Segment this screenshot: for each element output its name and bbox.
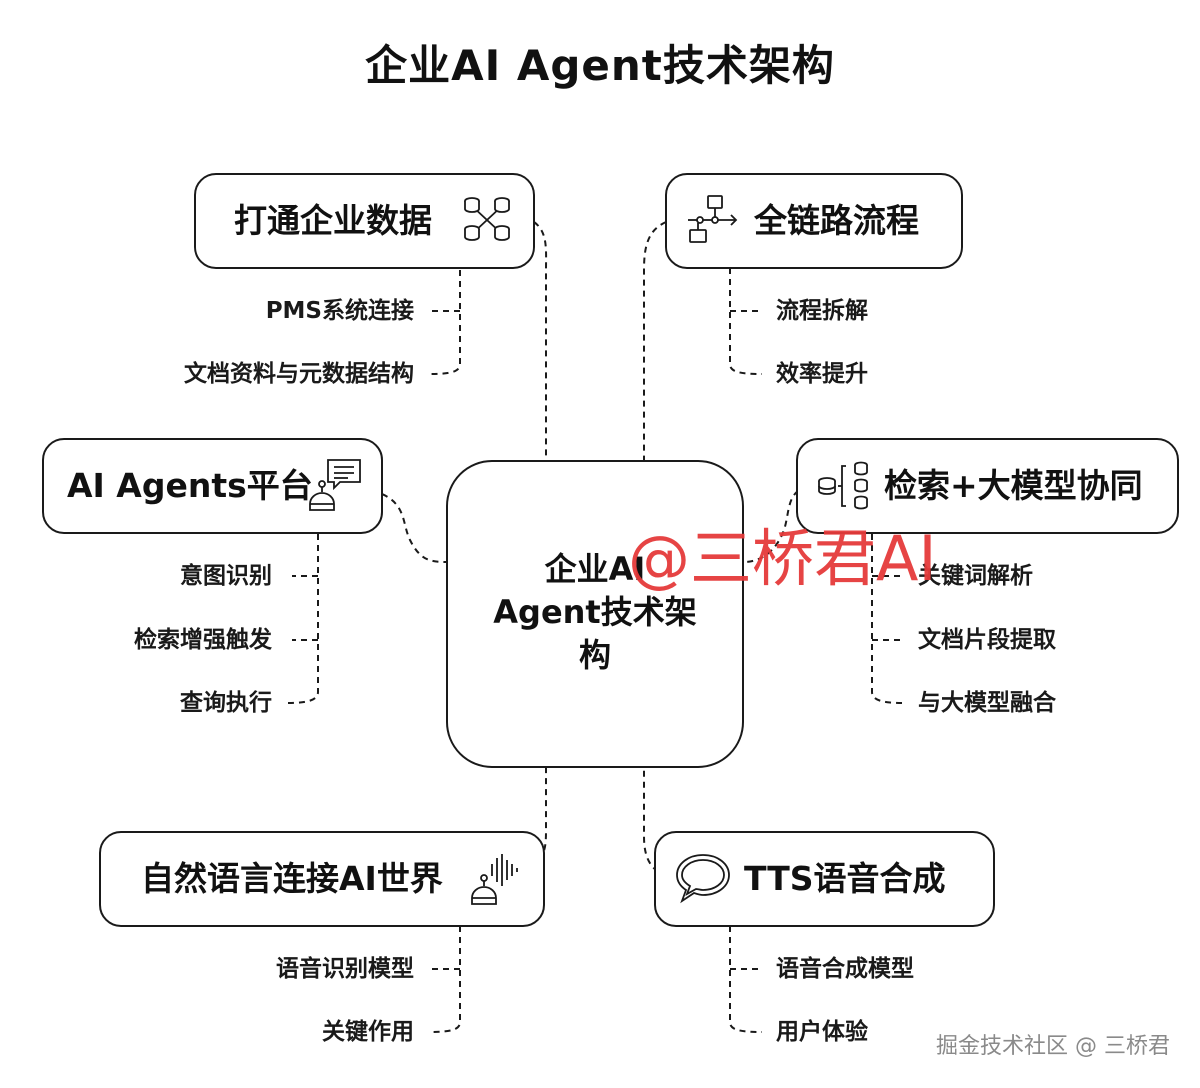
list-item: 查询执行 — [180, 690, 272, 716]
database-network-icon — [464, 197, 510, 241]
node-natural-language-label: 自然语言连接AI世界 — [141, 859, 443, 898]
footer-credit: 掘金技术社区 @ 三桥君 — [936, 1034, 1170, 1059]
central-node — [446, 460, 744, 768]
node-full-workflow — [665, 173, 963, 269]
node-enterprise-data-label: 打通企业数据 — [234, 201, 432, 240]
list-item: 关键词解析 — [918, 563, 1033, 589]
list-item: 语音合成模型 — [776, 956, 914, 982]
list-item: PMS系统连接 — [265, 298, 414, 324]
list-item: 文档片段提取 — [918, 627, 1056, 653]
database-stack-icon — [818, 461, 868, 510]
node-ai-agents-platform — [42, 438, 383, 534]
central-node-line: 企业AI — [544, 550, 646, 588]
central-node-line: Agent技术架 — [493, 593, 697, 631]
node-natural-language — [99, 831, 545, 927]
list-item: 与大模型融合 — [918, 690, 1056, 716]
watermark: @三桥君AI — [628, 522, 937, 595]
list-item: 意图识别 — [180, 563, 272, 589]
robot-soundwave-icon — [471, 854, 518, 905]
diagram-title: 企业AI Agent技术架构 — [365, 41, 835, 90]
list-item: 文档资料与元数据结构 — [184, 361, 414, 387]
node-retrieval-llm-label: 检索+大模型协同 — [884, 466, 1143, 505]
list-item: 语音识别模型 — [276, 956, 414, 982]
central-node-label: 企业AI Agent技术架 构 — [470, 548, 720, 677]
list-item: 流程拆解 — [776, 298, 868, 324]
flowchart-icon — [688, 195, 738, 243]
robot-chat-icon — [309, 459, 361, 511]
list-item: 检索增强触发 — [134, 627, 272, 653]
list-item: 关键作用 — [322, 1019, 414, 1045]
central-node-line: 构 — [578, 636, 611, 674]
speech-bubble-icon — [676, 854, 730, 904]
node-tts-label: TTS语音合成 — [744, 859, 946, 898]
list-item: 效率提升 — [776, 361, 868, 387]
node-enterprise-data — [194, 173, 535, 269]
node-ai-agents-platform-label: AI Agents平台 — [67, 466, 313, 505]
list-item: 用户体验 — [776, 1019, 868, 1045]
node-full-workflow-label: 全链路流程 — [754, 201, 919, 240]
